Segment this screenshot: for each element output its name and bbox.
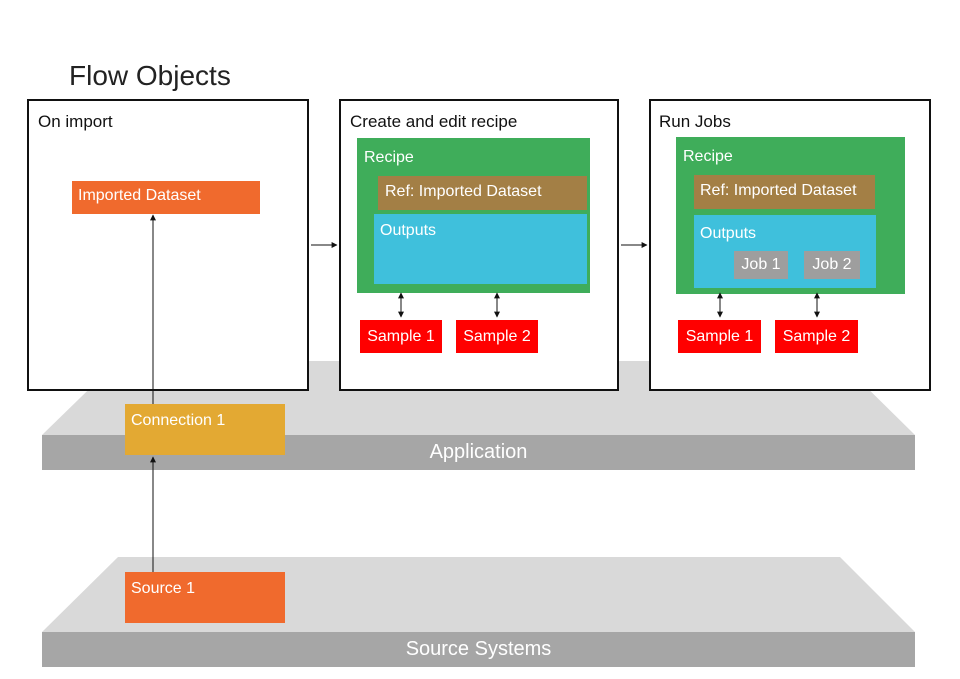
outputs-label: Outputs [380, 222, 437, 239]
source-1-box[interactable]: Source 1 [125, 572, 285, 623]
panel-on-import-title: On import [38, 112, 113, 131]
connection-1-box[interactable]: Connection 1 [125, 404, 285, 455]
application-platform-label: Application [429, 441, 528, 463]
job-2-box[interactable]: Job 2 [804, 251, 860, 279]
outputs-box[interactable]: Outputs [374, 214, 587, 284]
panel-create-edit-title: Create and edit recipe [350, 112, 518, 131]
job-1-box[interactable]: Job 1 [734, 251, 788, 279]
recipe-label: Recipe [364, 149, 414, 166]
recipe-box[interactable]: Recipe Ref: Imported Dataset Outputs [357, 138, 590, 293]
sample-2-box[interactable]: Sample 2 [456, 320, 538, 353]
diagram-title: Flow Objects [69, 60, 231, 91]
panel-create-edit-recipe: Create and edit recipe Recipe Ref: Impor… [339, 99, 619, 391]
panel-on-import: On import Imported Dataset [27, 99, 309, 391]
panel-run-jobs-title: Run Jobs [659, 112, 731, 131]
imported-dataset-box[interactable]: Imported Dataset [72, 181, 260, 214]
source-systems-platform-label: Source Systems [405, 638, 552, 660]
run-ref-imported-dataset-box[interactable]: Ref: Imported Dataset [694, 175, 875, 209]
panel-run-jobs: Run Jobs Recipe Ref: Imported Dataset Ou… [649, 99, 931, 391]
run-recipe-box[interactable]: Recipe Ref: Imported Dataset Outputs Job… [676, 137, 905, 294]
source-systems-platform-front [42, 632, 915, 667]
run-recipe-label: Recipe [683, 148, 733, 165]
run-sample-2-box[interactable]: Sample 2 [775, 320, 858, 353]
run-outputs-label: Outputs [700, 225, 757, 242]
run-outputs-box[interactable]: Outputs Job 1 Job 2 [694, 215, 876, 288]
sample-1-box[interactable]: Sample 1 [360, 320, 442, 353]
ref-imported-dataset-box[interactable]: Ref: Imported Dataset [378, 176, 587, 210]
run-sample-1-box[interactable]: Sample 1 [678, 320, 761, 353]
